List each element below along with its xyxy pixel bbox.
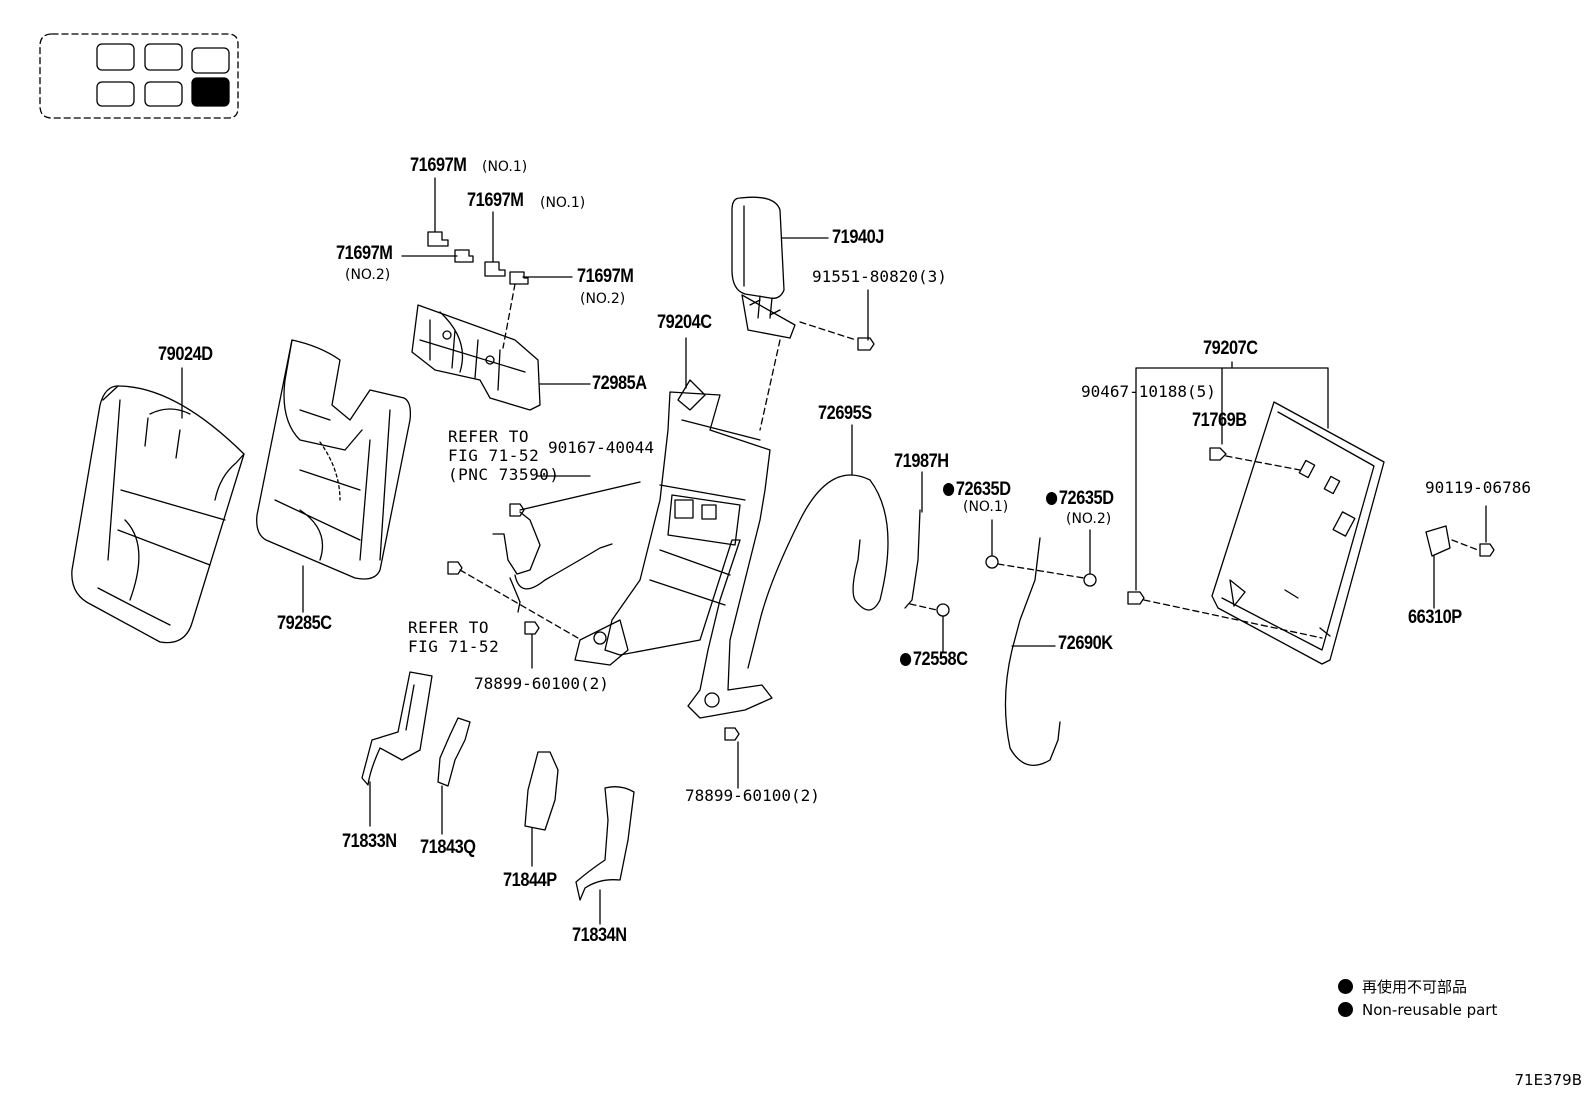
legend-jp-text: 再使用不可部品 bbox=[1362, 978, 1468, 996]
clip-72635d-2 bbox=[1084, 574, 1096, 586]
seat-back-pad-79285c bbox=[257, 340, 411, 579]
bolt-91551 bbox=[858, 338, 874, 350]
refer-note-1-line1: REFER TO bbox=[448, 427, 530, 446]
label-71843q: 71843Q bbox=[420, 837, 476, 858]
clip-72558c bbox=[937, 604, 949, 616]
legend-en: Non-reusable part bbox=[1338, 1001, 1497, 1019]
legend-jp: 再使用不可部品 bbox=[1338, 976, 1467, 997]
label-79204c: 79204C bbox=[657, 312, 712, 333]
label-71697m-1-sub: (NO.1) bbox=[482, 159, 528, 175]
seat-back-frame-79204c bbox=[575, 380, 772, 718]
headrest-71940j bbox=[732, 197, 795, 338]
label-71769b: 71769B bbox=[1192, 410, 1247, 431]
rod-71987h bbox=[905, 510, 920, 608]
label-71834n: 71834N bbox=[572, 925, 627, 946]
bracket-72985a bbox=[412, 305, 540, 410]
trim-71844p bbox=[525, 752, 558, 830]
trim-71834n bbox=[576, 787, 634, 900]
label-90467: 90467-10188(5) bbox=[1081, 382, 1216, 401]
part-66310p bbox=[1426, 526, 1450, 556]
label-79024d: 79024D bbox=[158, 344, 213, 365]
harness-area bbox=[448, 482, 640, 638]
label-72690k: 72690K bbox=[1058, 633, 1113, 654]
label-72635d-1-sub: (NO.1) bbox=[963, 499, 1009, 515]
legend-en-text: Non-reusable part bbox=[1362, 1001, 1498, 1019]
label-71697m-3: 71697M bbox=[336, 243, 393, 264]
label-72695s: 72695S bbox=[818, 403, 872, 424]
refer-note-2-line1: REFER TO bbox=[408, 618, 490, 637]
leader-79207c bbox=[1136, 362, 1328, 590]
refer-note-fig71-52: REFER TO FIG 71-52 bbox=[408, 618, 499, 656]
label-66310p: 66310P bbox=[1408, 607, 1462, 628]
clip-71697m-parts bbox=[402, 178, 572, 348]
label-72558c: 72558C bbox=[900, 650, 968, 669]
refer-note-pnc73590: REFER TO FIG 71-52 (PNC 73590) bbox=[448, 427, 559, 484]
label-71697m-2: 71697M bbox=[467, 190, 524, 211]
legend-bullet-icon bbox=[1338, 979, 1353, 994]
dash-72558c bbox=[910, 604, 937, 610]
label-72985a: 72985A bbox=[592, 373, 647, 394]
dash-90467 bbox=[1144, 600, 1322, 638]
label-72635d-1: 72635D bbox=[943, 480, 1011, 499]
bolt-78899-2 bbox=[725, 728, 739, 740]
label-71697m-4-sub: (NO.2) bbox=[580, 291, 626, 307]
label-71987h: 71987H bbox=[894, 451, 949, 472]
label-72635d-2: 72635D bbox=[1046, 489, 1114, 508]
refer-note-1-line3: (PNC 73590) bbox=[448, 465, 560, 484]
trim-71843q bbox=[438, 718, 470, 786]
label-71697m-3-sub: (NO.2) bbox=[345, 267, 391, 283]
label-90119: 90119-06786 bbox=[1425, 478, 1531, 497]
figure-code: 71E379B bbox=[1514, 1071, 1583, 1089]
label-71844p: 71844P bbox=[503, 870, 557, 891]
label-79285c: 79285C bbox=[277, 613, 332, 634]
dash-72635d bbox=[998, 564, 1084, 578]
bolt-78899-1 bbox=[525, 622, 539, 634]
label-71940j: 71940J bbox=[832, 227, 884, 248]
seat-position-locator bbox=[40, 34, 238, 118]
label-78899-1: 78899-60100(2) bbox=[474, 674, 609, 693]
dash-90119 bbox=[1452, 540, 1478, 550]
label-72635d-2-sub: (NO.2) bbox=[1066, 511, 1112, 527]
cable-72695s bbox=[748, 475, 888, 668]
trim-71833n bbox=[362, 672, 432, 785]
clip-72635d-1 bbox=[986, 556, 998, 568]
label-71697m-2-sub: (NO.1) bbox=[540, 195, 586, 211]
label-79207c: 79207C bbox=[1203, 338, 1258, 359]
clip-71769b bbox=[1210, 448, 1226, 460]
screw-90119 bbox=[1480, 544, 1494, 556]
legend-bullet-icon bbox=[1338, 1002, 1353, 1017]
label-90167: 90167-40044 bbox=[548, 438, 654, 457]
dash-91551 bbox=[800, 322, 856, 340]
dash-71769b bbox=[1226, 456, 1300, 470]
back-board-79207c bbox=[1212, 402, 1384, 664]
label-71697m-4: 71697M bbox=[577, 266, 634, 287]
refer-note-2-line2: FIG 71-52 bbox=[408, 637, 500, 656]
seat-back-cover-79024d bbox=[72, 386, 244, 643]
dash-headrest-frame bbox=[760, 340, 780, 430]
screw-90467 bbox=[1128, 592, 1144, 604]
label-71697m-1: 71697M bbox=[410, 155, 467, 176]
cable-72690k bbox=[1005, 538, 1060, 765]
label-78899-2: 78899-60100(2) bbox=[685, 786, 820, 805]
refer-note-1-line2: FIG 71-52 bbox=[448, 446, 540, 465]
label-71833n: 71833N bbox=[342, 831, 397, 852]
label-91551: 91551-80820(3) bbox=[812, 267, 947, 286]
